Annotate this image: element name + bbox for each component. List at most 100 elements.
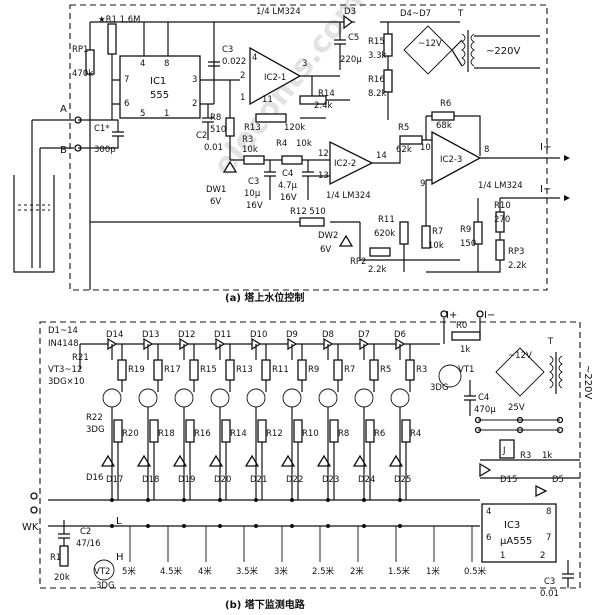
label-c4: C4	[282, 169, 293, 179]
ic1-pin-6: 6	[124, 99, 129, 109]
label-lm324-right: 1/4 LM324	[478, 181, 523, 191]
resistor-r11	[399, 221, 409, 245]
label-vt2: VT2	[94, 567, 110, 577]
label-r6-val: 68k	[436, 121, 452, 131]
level-label: 1.5米	[388, 566, 411, 577]
label-c3b: C3	[248, 177, 259, 187]
label-r3-bottom-val: 1k	[542, 451, 552, 461]
label-r1-val: 20k	[54, 573, 70, 583]
label-r11: R11	[378, 215, 395, 225]
transistor-column	[282, 388, 302, 408]
transistor-column	[102, 388, 122, 408]
led-resistor	[293, 419, 303, 443]
transistor-vt1	[438, 364, 462, 388]
led	[208, 454, 224, 467]
ic2-2-pin-14: 14	[376, 151, 387, 161]
led-label: D18	[142, 475, 159, 485]
label-t-bottom: T	[547, 337, 554, 347]
led	[172, 454, 188, 467]
transistor-column	[246, 388, 266, 408]
resistor-column-label: R9	[308, 365, 319, 375]
terminal-i-plus	[440, 310, 448, 318]
level-label: 4.5米	[160, 566, 183, 577]
led	[280, 454, 296, 467]
label-c2: C2	[196, 131, 207, 141]
label-a: A	[60, 104, 67, 115]
resistor-r7	[421, 225, 431, 249]
zener-dw2	[338, 234, 354, 247]
ic2-1-name: IC2-1	[264, 73, 286, 83]
led-resistor	[113, 419, 123, 443]
label-r6: R6	[440, 99, 451, 109]
ic2-1-pin-11: 11	[262, 95, 273, 105]
label-c3: C3	[222, 45, 233, 55]
label-r9: R9	[460, 225, 471, 235]
label-r4-val: 10k	[296, 139, 312, 149]
enclosure-bottom	[39, 321, 581, 589]
arrow-out-plus	[564, 155, 570, 161]
resistor-column	[189, 359, 199, 381]
ic3-type: μA555	[500, 536, 532, 547]
led-resistor-label: R18	[158, 429, 175, 439]
resistor-r5	[399, 135, 423, 145]
label-j: J	[502, 446, 506, 456]
diode-top-label: D8	[322, 330, 334, 340]
ic1-pin-2: 2	[192, 99, 197, 109]
led-label: D22	[286, 475, 303, 485]
label-lm324-mid: 1/4 LM324	[326, 191, 371, 201]
label-rp2-val: 2.2k	[368, 265, 387, 275]
label-rp1-val: 470k	[72, 69, 93, 79]
resistor-r0	[451, 331, 481, 341]
ic1-pin-7: 7	[124, 75, 129, 85]
ic2-3-pin-10: 10	[420, 143, 431, 153]
label-c5: C5	[348, 33, 359, 43]
label-r7: R7	[432, 227, 443, 237]
label-r8: R8	[210, 113, 221, 123]
label-r5-val: 62k	[396, 145, 412, 155]
ic2-1-pin-1: 1	[240, 93, 245, 103]
label-r14-val: 2.4k	[314, 101, 333, 111]
transistor-column	[354, 388, 374, 408]
resistor-column-label: R11	[272, 365, 289, 375]
label-r13-val: 120k	[284, 123, 305, 133]
label-rp3: RP3	[508, 247, 524, 257]
resistor-r14	[299, 95, 327, 105]
transistor-column	[210, 388, 230, 408]
label-c1: C1*	[94, 124, 110, 134]
bridge-d4-d7	[403, 25, 453, 75]
label-r1-bottom: R1	[50, 553, 61, 563]
resistor-rp2	[369, 247, 391, 257]
resistor-r1	[107, 23, 117, 55]
label-d15: D15	[500, 475, 517, 485]
diode-d15	[479, 462, 492, 478]
led	[388, 454, 404, 467]
ic2-2-name: IC2-2	[334, 159, 356, 169]
label-t-top: T	[457, 9, 464, 19]
label-r15-val: 3.3k	[368, 51, 387, 61]
ic3-pin-6: 6	[486, 533, 491, 543]
label-12v-bottom: ~12V	[508, 351, 532, 361]
label-r14: R14	[318, 89, 335, 99]
label-c3b-val: 10μ	[244, 189, 261, 199]
transistor-column	[318, 388, 338, 408]
led	[136, 454, 152, 467]
bridge-bottom	[495, 347, 545, 397]
ic1-pin-5: 5	[140, 109, 145, 119]
label-c3-bottom-val: 0.01	[540, 589, 559, 599]
led-resistor	[365, 419, 375, 443]
resistor-rp3	[495, 239, 505, 261]
label-r0: R0	[456, 321, 467, 331]
resistor-r13	[255, 113, 287, 123]
led-resistor	[149, 419, 159, 443]
output-i-minus: I−	[540, 184, 551, 195]
level-label: 3米	[274, 566, 288, 577]
label-c4-val: 4.7μ	[278, 181, 298, 191]
ic2-1-pin-3: 3	[302, 59, 307, 69]
ic3-pin-7: 7	[546, 533, 551, 543]
label-dw2-val: 6V	[320, 245, 331, 255]
label-r4: R4	[276, 139, 287, 149]
led-resistor-label: R10	[302, 429, 319, 439]
